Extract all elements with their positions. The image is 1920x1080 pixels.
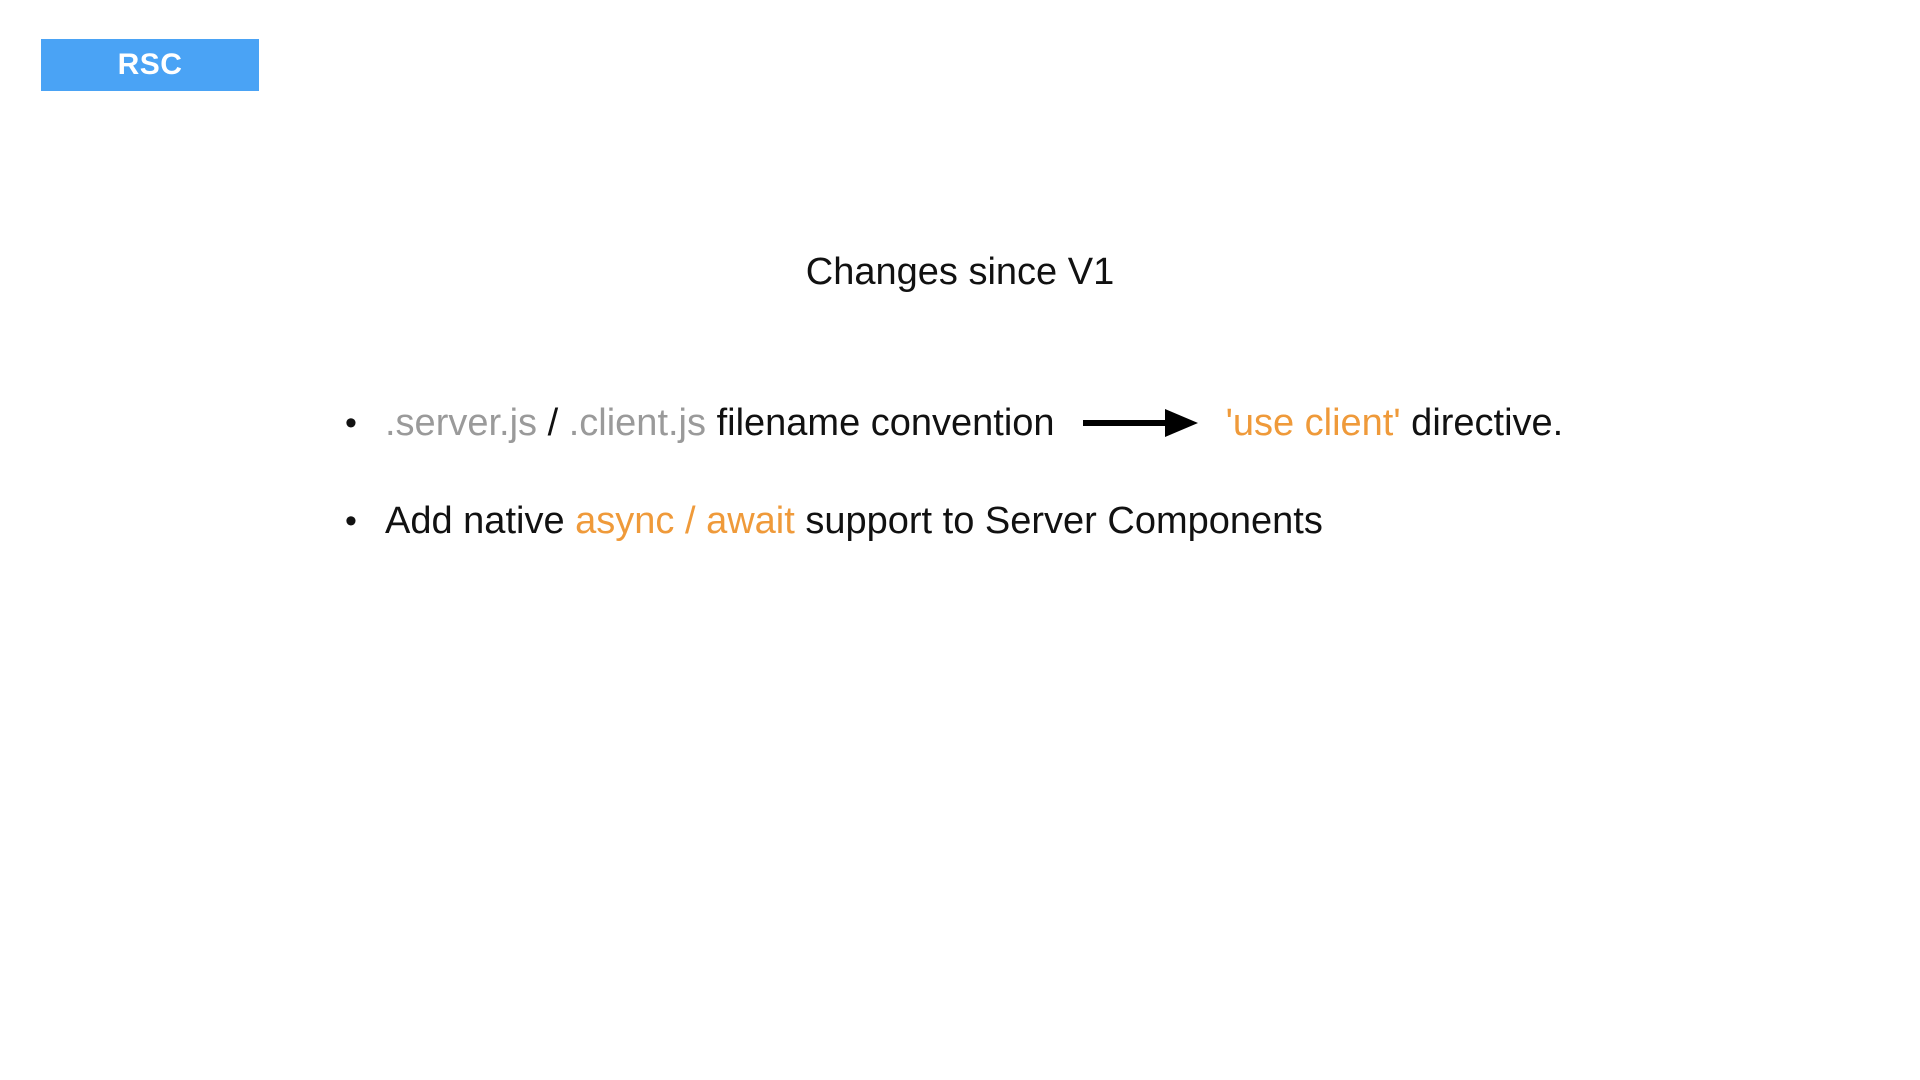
filename-convention-text: filename convention [706, 401, 1055, 444]
bullet-dot: • [345, 501, 357, 540]
bullet-dot: • [345, 403, 357, 442]
rsc-badge-label: RSC [117, 48, 183, 81]
bullet-list: • .server.js / .client.js filename conve… [345, 395, 1845, 549]
server-components-text: support to Server Components [794, 499, 1323, 542]
right-arrow-icon [1082, 409, 1198, 437]
rsc-badge: RSC [41, 39, 259, 91]
client-js-text: .client.js [568, 401, 707, 444]
slash-text: / [537, 401, 569, 444]
use-client-text: 'use client' [1225, 401, 1401, 444]
slide-title: Changes since V1 [805, 251, 1115, 293]
directive-text: directive. [1400, 401, 1564, 444]
server-js-text: .server.js [385, 401, 538, 444]
add-native-text: Add native [385, 499, 576, 542]
bullet-item-async-await: • Add native async / await support to Se… [345, 493, 1845, 549]
bullet-item-filename-convention: • .server.js / .client.js filename conve… [345, 395, 1845, 451]
async-await-text: async / await [575, 499, 795, 542]
